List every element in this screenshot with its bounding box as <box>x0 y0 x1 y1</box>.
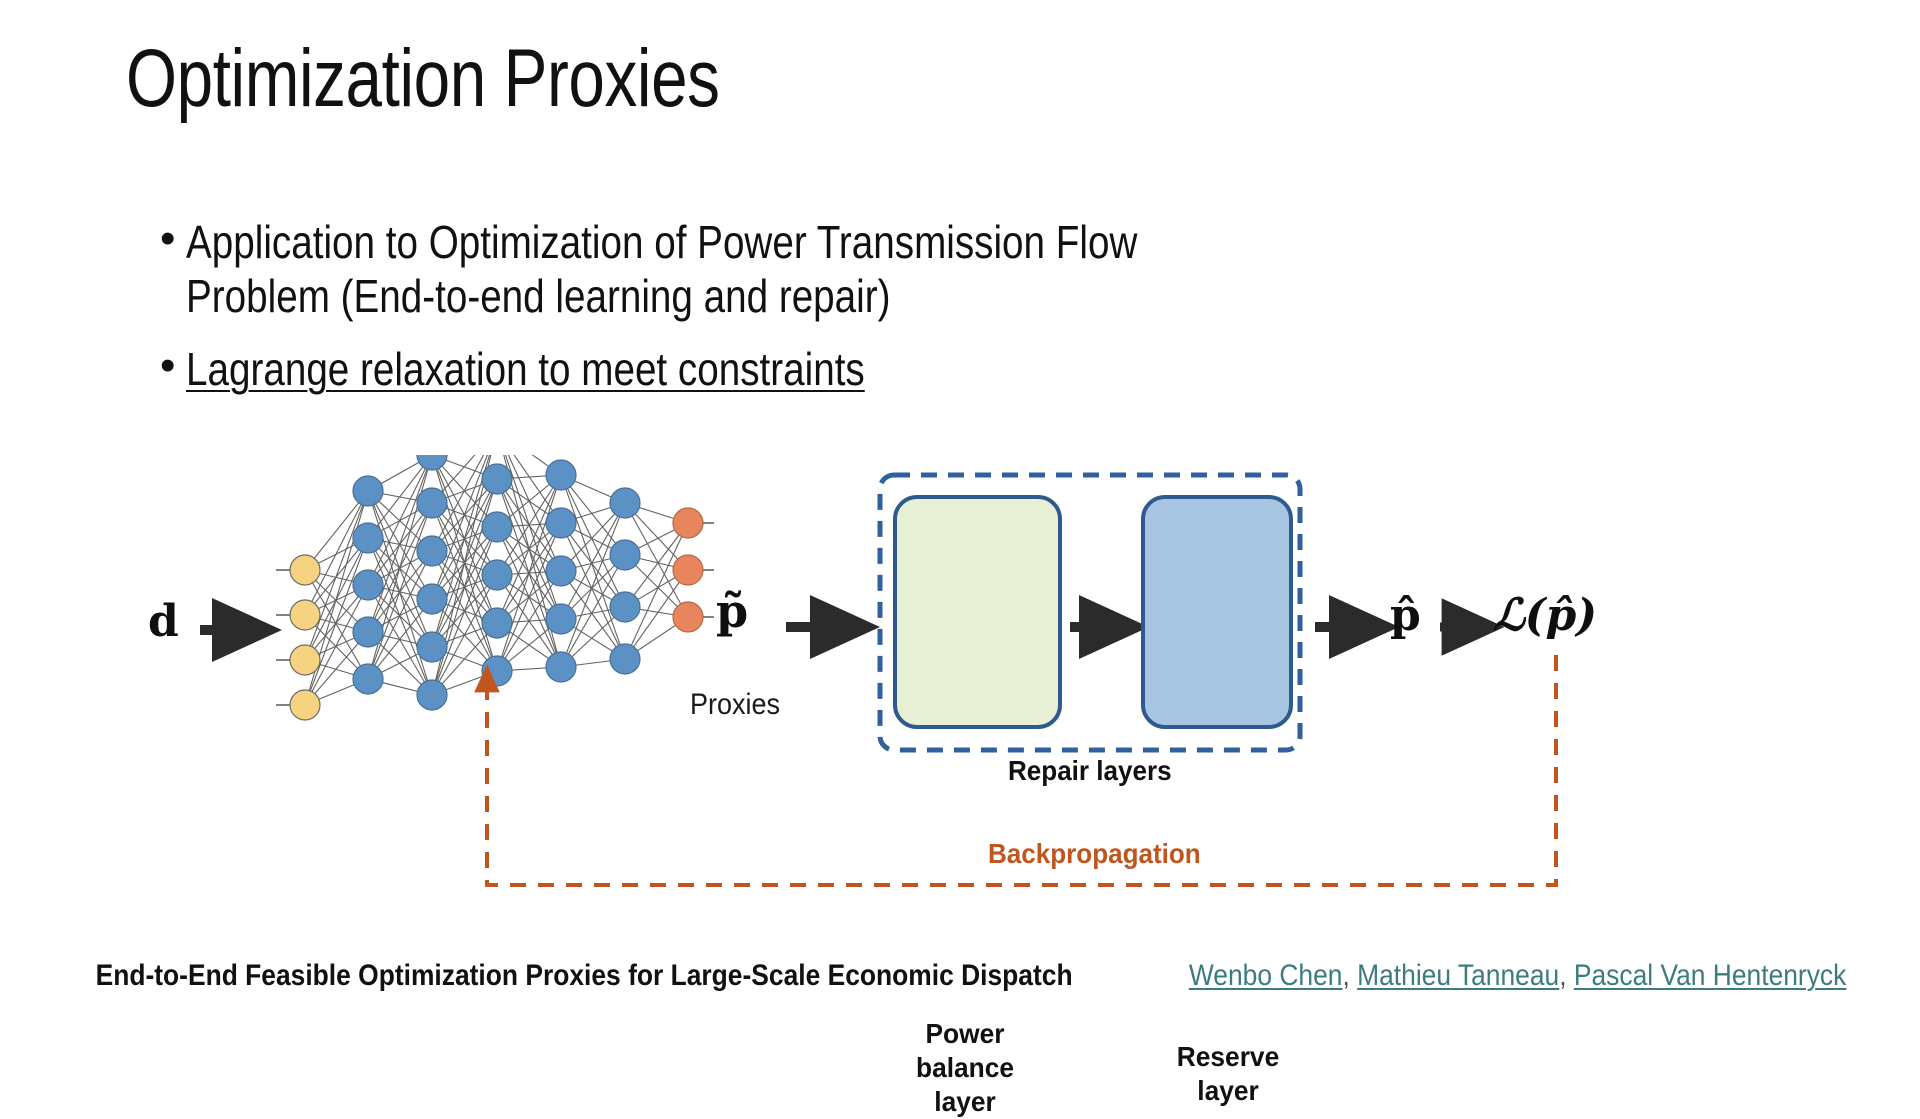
author-separator: , <box>1342 959 1357 992</box>
backpropagation-label: Backpropagation <box>988 838 1201 869</box>
list-item: • Lagrange relaxation to meet constraint… <box>160 340 1840 396</box>
bullet-text-2: Lagrange relaxation to meet constraints <box>186 342 865 395</box>
paper-title: End-to-End Feasible Optimization Proxies… <box>95 959 1073 992</box>
repair-layers-label: Repair layers <box>1008 755 1172 786</box>
author-list: Wenbo Chen, Mathieu Tanneau, Pascal Van … <box>1189 957 1847 995</box>
loss-function-label: ℒ(p̂) <box>1493 590 1598 641</box>
backpropagation-path <box>474 655 1558 887</box>
author-separator: , <box>1558 959 1574 992</box>
paper-citation: End-to-End Feasible Optimization Proxies… <box>0 952 1920 995</box>
final-output-label: p̂ <box>1390 590 1421 641</box>
author-link-1[interactable]: Wenbo Chen <box>1188 959 1343 992</box>
page-title: Optimization Proxies <box>126 33 720 124</box>
reserve-layer-label: Reserve layer <box>1176 1041 1280 1107</box>
repair-layers-group <box>877 472 1303 753</box>
network-output-nodes <box>672 507 704 633</box>
network-input-nodes <box>289 554 321 721</box>
list-item: • Application to Optimization of Power T… <box>160 214 1840 324</box>
author-link-3[interactable]: Pascal Van Hentenryck <box>1573 959 1847 992</box>
bullet-text-1: Application to Optimization of Power Tra… <box>186 216 1138 323</box>
power-balance-layer-label: Power balance layer <box>915 1018 1015 1118</box>
reserve-layer-box <box>1141 495 1293 729</box>
neural-network-graphic <box>276 455 714 721</box>
bullet-marker-icon: • <box>160 340 176 390</box>
proxies-caption: Proxies <box>690 688 781 721</box>
power-balance-layer-box <box>893 495 1062 729</box>
proxy-output-label: p̃ <box>716 584 749 638</box>
bullet-list: • Application to Optimization of Power T… <box>160 214 1840 414</box>
input-label-d: d <box>148 596 179 647</box>
network-hidden-nodes <box>352 455 641 711</box>
architecture-diagram: Power balance layer Reserve layer <box>0 455 1920 1117</box>
bullet-marker-icon: • <box>160 214 176 263</box>
author-link-2[interactable]: Mathieu Tanneau <box>1356 959 1559 992</box>
